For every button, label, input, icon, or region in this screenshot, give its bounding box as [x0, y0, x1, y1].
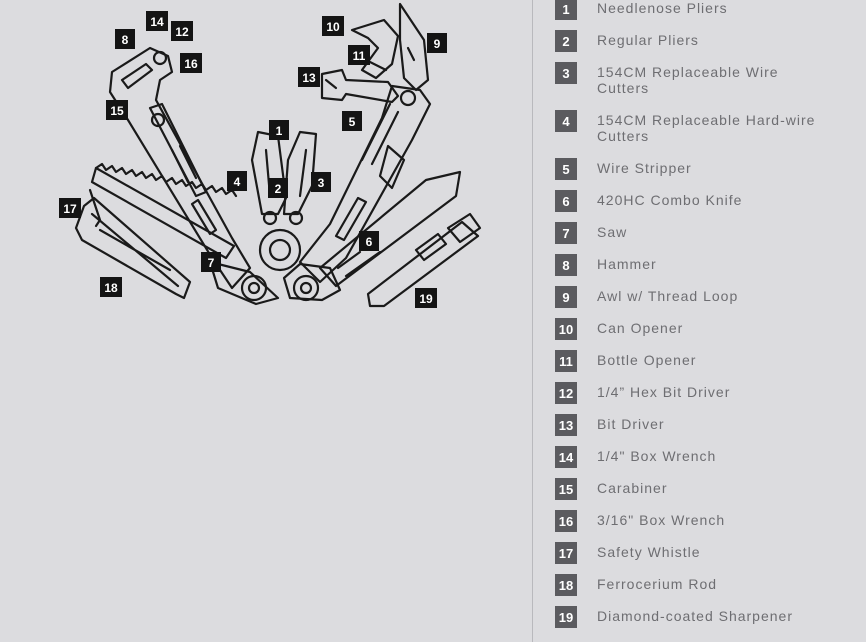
- legend-number-badge: 19: [555, 606, 577, 628]
- callout-10: 10: [322, 16, 344, 36]
- svg-text:10: 10: [326, 20, 340, 34]
- callout-2: 2: [268, 178, 288, 198]
- legend-number-badge: 18: [555, 574, 577, 596]
- whistle-ferro-rod: [74, 196, 192, 300]
- svg-text:3: 3: [318, 176, 325, 190]
- legend-number-badge: 9: [555, 286, 577, 308]
- legend-number-badge: 11: [555, 350, 577, 372]
- legend-label: Wire Stripper: [597, 160, 692, 176]
- legend-number-badge: 4: [555, 110, 577, 132]
- legend-label: Hammer: [597, 256, 657, 272]
- svg-text:9: 9: [434, 37, 441, 51]
- legend-number-badge: 14: [555, 446, 577, 468]
- callout-3: 3: [311, 172, 331, 192]
- callout-19: 19: [415, 288, 437, 308]
- legend-label: Carabiner: [597, 480, 668, 496]
- legend-label: Bottle Opener: [597, 352, 697, 368]
- legend-label: Needlenose Pliers: [597, 0, 728, 16]
- legend-label: 1/4” Hex Bit Driver: [597, 384, 731, 400]
- legend-label: Saw: [597, 224, 628, 240]
- legend-number-badge: 13: [555, 414, 577, 436]
- callout-14: 14: [146, 11, 168, 31]
- svg-text:19: 19: [419, 292, 433, 306]
- legend-label: 420HC Combo Knife: [597, 192, 743, 208]
- legend-number-badge: 10: [555, 318, 577, 340]
- callout-1: 1: [269, 120, 289, 140]
- legend-label: Ferrocerium Rod: [597, 576, 718, 592]
- legend-label: 3/16" Box Wrench: [597, 512, 726, 528]
- callout-6: 6: [359, 231, 379, 251]
- svg-text:7: 7: [208, 256, 215, 270]
- callout-11: 11: [348, 45, 370, 65]
- callout-17: 17: [59, 198, 81, 218]
- legend-number-badge: 12: [555, 382, 577, 404]
- callout-7: 7: [201, 252, 221, 272]
- svg-text:5: 5: [349, 115, 356, 129]
- svg-text:8: 8: [122, 33, 129, 47]
- callout-13: 13: [298, 67, 320, 87]
- svg-text:11: 11: [353, 49, 366, 63]
- callout-18: 18: [100, 277, 122, 297]
- sharpener: [366, 220, 480, 308]
- svg-text:17: 17: [63, 202, 77, 216]
- legend-label: Safety Whistle: [597, 544, 701, 560]
- legend-number-badge: 7: [555, 222, 577, 244]
- callout-9: 9: [427, 33, 447, 53]
- legend-label: 1/4" Box Wrench: [597, 448, 717, 464]
- right-handle: [298, 84, 432, 284]
- awl: [398, 2, 430, 92]
- callout-badges: 1 2 3 4 5 6 7 8 9 10 11 12 13 14 15 16 1…: [59, 11, 447, 308]
- combo-knife: [318, 170, 462, 288]
- callout-16: 16: [180, 53, 202, 73]
- svg-text:18: 18: [104, 281, 118, 295]
- legend-number-badge: 17: [555, 542, 577, 564]
- legend-label: Awl w/ Thread Loop: [597, 288, 739, 304]
- legend-label: Diamond-coated Sharpener: [597, 608, 793, 624]
- svg-text:13: 13: [302, 71, 316, 85]
- svg-text:4: 4: [234, 175, 241, 189]
- callout-5: 5: [342, 111, 362, 131]
- legend-number-badge: 16: [555, 510, 577, 532]
- svg-text:16: 16: [184, 57, 198, 71]
- svg-text:14: 14: [150, 15, 164, 29]
- bit-driver: [320, 68, 400, 104]
- svg-text:1: 1: [276, 124, 283, 138]
- svg-text:15: 15: [110, 104, 124, 118]
- panel-divider: [532, 0, 533, 642]
- legend-label: Bit Driver: [597, 416, 665, 432]
- legend-number-badge: 5: [555, 158, 577, 180]
- legend-label: Can Opener: [597, 320, 684, 336]
- legend-number-badge: 6: [555, 190, 577, 212]
- tool-legend: 1 Needlenose Pliers 2 Regular Pliers 3 1…: [555, 0, 855, 642]
- legend-number-badge: 1: [555, 0, 577, 20]
- legend-number-badge: 2: [555, 30, 577, 52]
- can-opener: [350, 18, 400, 80]
- pivot: [258, 228, 302, 272]
- legend-number-badge: 15: [555, 478, 577, 500]
- svg-text:6: 6: [366, 235, 373, 249]
- callout-4: 4: [227, 171, 247, 191]
- multitool-diagram: 1 2 3 4 5 6 7 8 9 10 11 12 13 14 15 16 1…: [59, 2, 482, 308]
- callout-15: 15: [106, 100, 128, 120]
- legend-label: 154CM Replaceable Wire Cutters: [597, 64, 779, 96]
- legend-label: Regular Pliers: [597, 32, 699, 48]
- saw-blade: [90, 166, 236, 260]
- legend-label: 154CM Replaceable Hard-wire Cutters: [597, 112, 816, 144]
- svg-text:12: 12: [175, 25, 189, 39]
- callout-12: 12: [171, 21, 193, 41]
- callout-8: 8: [115, 29, 135, 49]
- legend-number-badge: 8: [555, 254, 577, 276]
- svg-text:2: 2: [275, 182, 282, 196]
- legend-number-badge: 3: [555, 62, 577, 84]
